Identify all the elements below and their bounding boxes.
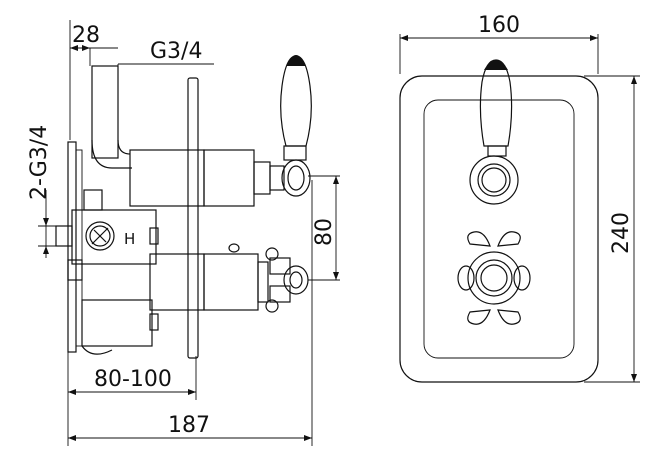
dim-side-inlet-thread: 2-G3/4: [27, 125, 52, 200]
dim-side-spacing: 80: [312, 218, 337, 246]
lower-body: [67, 259, 159, 355]
lever-handle-side: [280, 55, 312, 197]
side-view: H: [27, 20, 340, 446]
dim-side-total: 187: [168, 413, 210, 438]
cross-handle-front: [457, 231, 531, 325]
dim-side-outlet-thread: G3/4: [150, 39, 202, 64]
lever-handle-front: [469, 59, 519, 205]
front-view: 160 240: [399, 13, 640, 383]
front-plate-inner: [423, 99, 575, 359]
dim-front-width: 160: [478, 13, 520, 38]
dim-side-depth: 28: [72, 23, 100, 48]
outlet-pipe: [91, 65, 132, 169]
hot-marking: H: [124, 230, 135, 248]
lower-cartridge-body: [149, 253, 269, 311]
inlet-block: H: [55, 189, 159, 265]
wall-plate: [187, 77, 199, 359]
dim-side-adjust-range: 80-100: [94, 367, 172, 392]
dim-front-height: 240: [609, 212, 634, 254]
front-plate-outer: [399, 75, 599, 383]
cross-handle-side: [228, 243, 309, 313]
upper-cartridge-body: [129, 149, 285, 207]
